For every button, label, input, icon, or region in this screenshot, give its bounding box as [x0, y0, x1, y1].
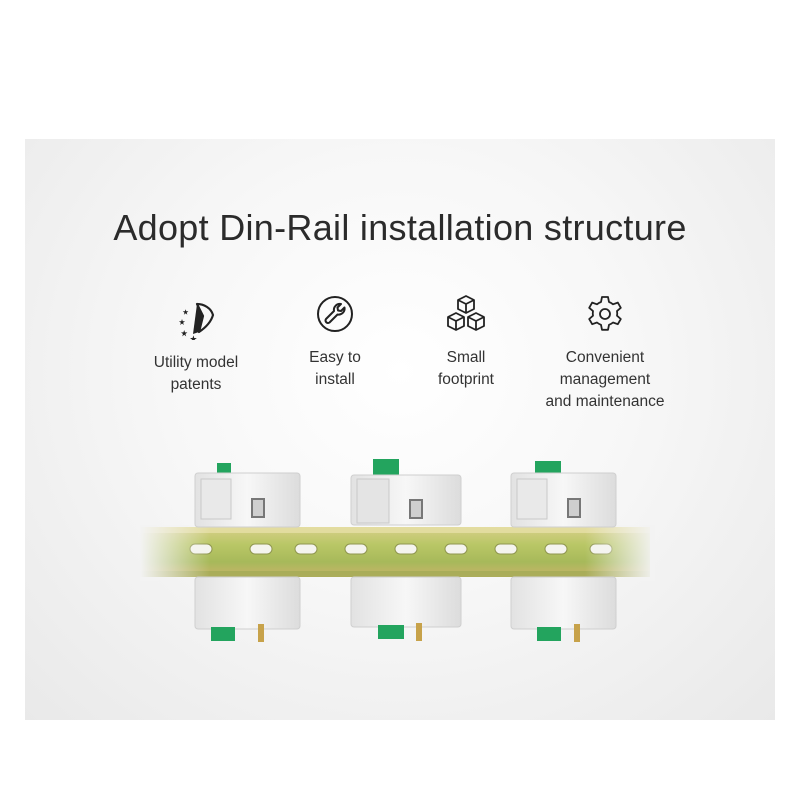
feature-label: Utility model patents: [153, 354, 239, 393]
module-1: [194, 463, 301, 642]
module-3: [510, 461, 617, 642]
din-rail-product-photo: [25, 439, 775, 720]
wrench-icon: [250, 291, 420, 337]
feature-easy-to-install: Easy to install: [250, 291, 420, 391]
cubes-icon: [381, 291, 551, 337]
feature-convenient-management: Convenient management and maintenance: [520, 291, 690, 413]
patent-star-icon: [111, 296, 281, 342]
feature-label: Convenient management and maintenance: [545, 349, 665, 410]
feature-banner: Adopt Din-Rail installation structure Ut…: [25, 139, 775, 720]
feature-label: Small footprint: [437, 349, 494, 388]
module-2: [350, 459, 462, 641]
page-title: Adopt Din-Rail installation structure: [113, 207, 687, 248]
feature-utility-model-patents: Utility model patents: [111, 296, 281, 396]
feature-small-footprint: Small footprint: [381, 291, 551, 391]
feature-label: Easy to install: [309, 349, 361, 388]
gear-icon: [520, 291, 690, 337]
